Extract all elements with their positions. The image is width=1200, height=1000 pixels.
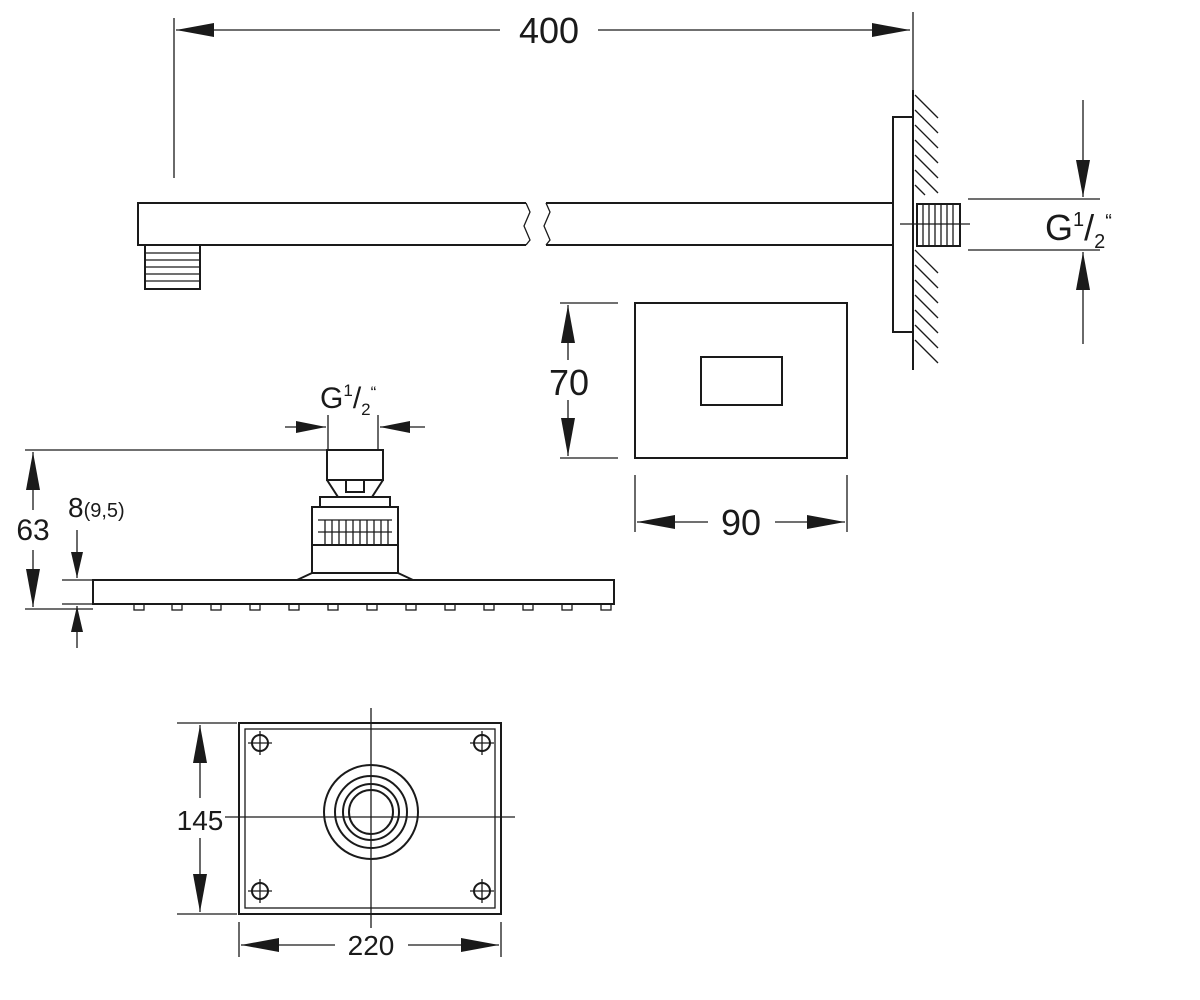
head-depth-label: 145	[177, 805, 224, 836]
screw-hole-bottom-left	[248, 879, 272, 903]
plate-thickness-label: 8(9,5)	[68, 492, 125, 523]
head-height-label: 63	[16, 514, 49, 547]
screw-hole-top-left	[248, 731, 272, 755]
thread-size-label-head: G1/2“	[320, 381, 377, 419]
head-width-label: 220	[348, 930, 395, 961]
shower-head-top-view: 145 220	[177, 708, 515, 961]
arm-length-label: 400	[519, 10, 579, 51]
wall-flange-front-view: 70 90	[549, 302, 848, 543]
shower-arm-side-view: 400	[137, 10, 1112, 370]
screw-hole-bottom-right	[470, 879, 494, 903]
flange-width-label: 90	[721, 502, 761, 543]
shower-head-side-view: G1/2“	[16, 381, 615, 648]
thread-size-label-arm: G1/2“	[1045, 207, 1112, 253]
screw-hole-top-right	[470, 731, 494, 755]
flange-height-label: 70	[549, 362, 589, 403]
